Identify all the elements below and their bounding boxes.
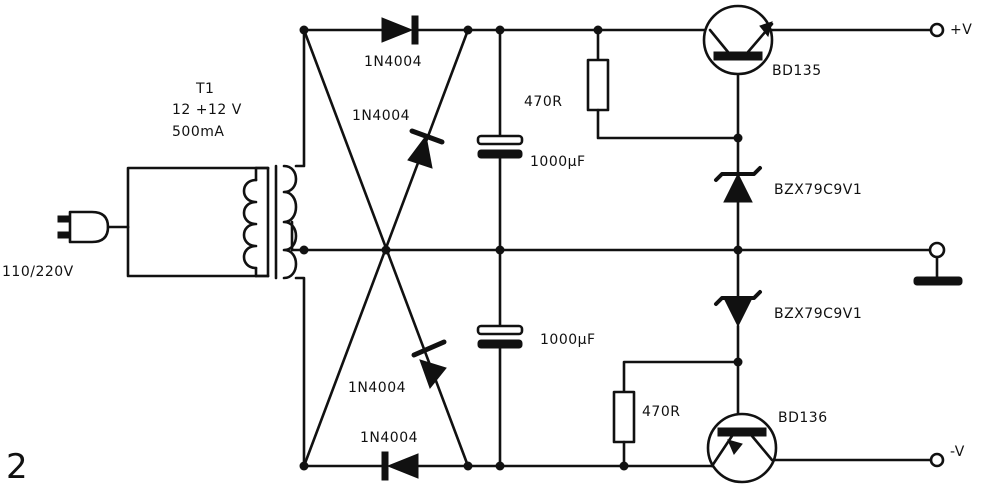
- terminal-positive: [929, 22, 945, 38]
- diode-upper-diag-label: 1N4004: [352, 108, 410, 124]
- resistor-lower-label: 470R: [642, 404, 680, 420]
- transistor-upper-label: BD135: [772, 63, 822, 79]
- zener-lower-label: BZX79C9V1: [774, 306, 862, 322]
- resistor-upper-label: 470R: [524, 94, 562, 110]
- zener-upper-label: BZX79C9V1: [774, 182, 862, 198]
- diode-bottom-label: 1N4004: [360, 430, 418, 446]
- zener-lower: [714, 290, 762, 328]
- transformer-t1: [242, 164, 298, 280]
- diode-lower-diag-label: 1N4004: [348, 380, 406, 396]
- terminal-negative: [929, 452, 945, 468]
- transistor-bd135: [702, 4, 774, 76]
- output-positive-label: +V: [950, 22, 972, 38]
- diode-bottom: [381, 451, 419, 481]
- primary-wiring: [126, 166, 270, 278]
- transformer-current-label: 500mA: [172, 124, 224, 140]
- mains-voltage-label: 110/220V: [2, 264, 74, 280]
- diode-upper-diagonal: [407, 128, 445, 169]
- diode-top-label: 1N4004: [364, 54, 422, 70]
- junction-dots: [299, 25, 743, 471]
- figure-number: 2: [6, 447, 28, 486]
- zener-upper: [714, 166, 762, 203]
- capacitor-upper: [476, 28, 524, 252]
- output-negative-label: -V: [950, 444, 965, 460]
- transformer-name-label: T1: [195, 81, 214, 97]
- capacitor-lower: [476, 248, 524, 468]
- mains-plug: [57, 210, 130, 244]
- secondary-wiring: [290, 28, 942, 468]
- diode-top: [381, 15, 419, 45]
- resistor-lower: [612, 360, 740, 468]
- capacitor-upper-label: 1000µF: [530, 154, 586, 170]
- transformer-voltage-label: 12 +12 V: [172, 102, 242, 118]
- capacitor-lower-label: 1000µF: [540, 332, 596, 348]
- terminal-ground: [913, 241, 963, 286]
- diode-lower-diagonal: [411, 339, 447, 390]
- transistor-lower-label: BD136: [778, 410, 828, 426]
- transistor-bd136: [706, 412, 778, 484]
- resistor-upper: [586, 28, 740, 140]
